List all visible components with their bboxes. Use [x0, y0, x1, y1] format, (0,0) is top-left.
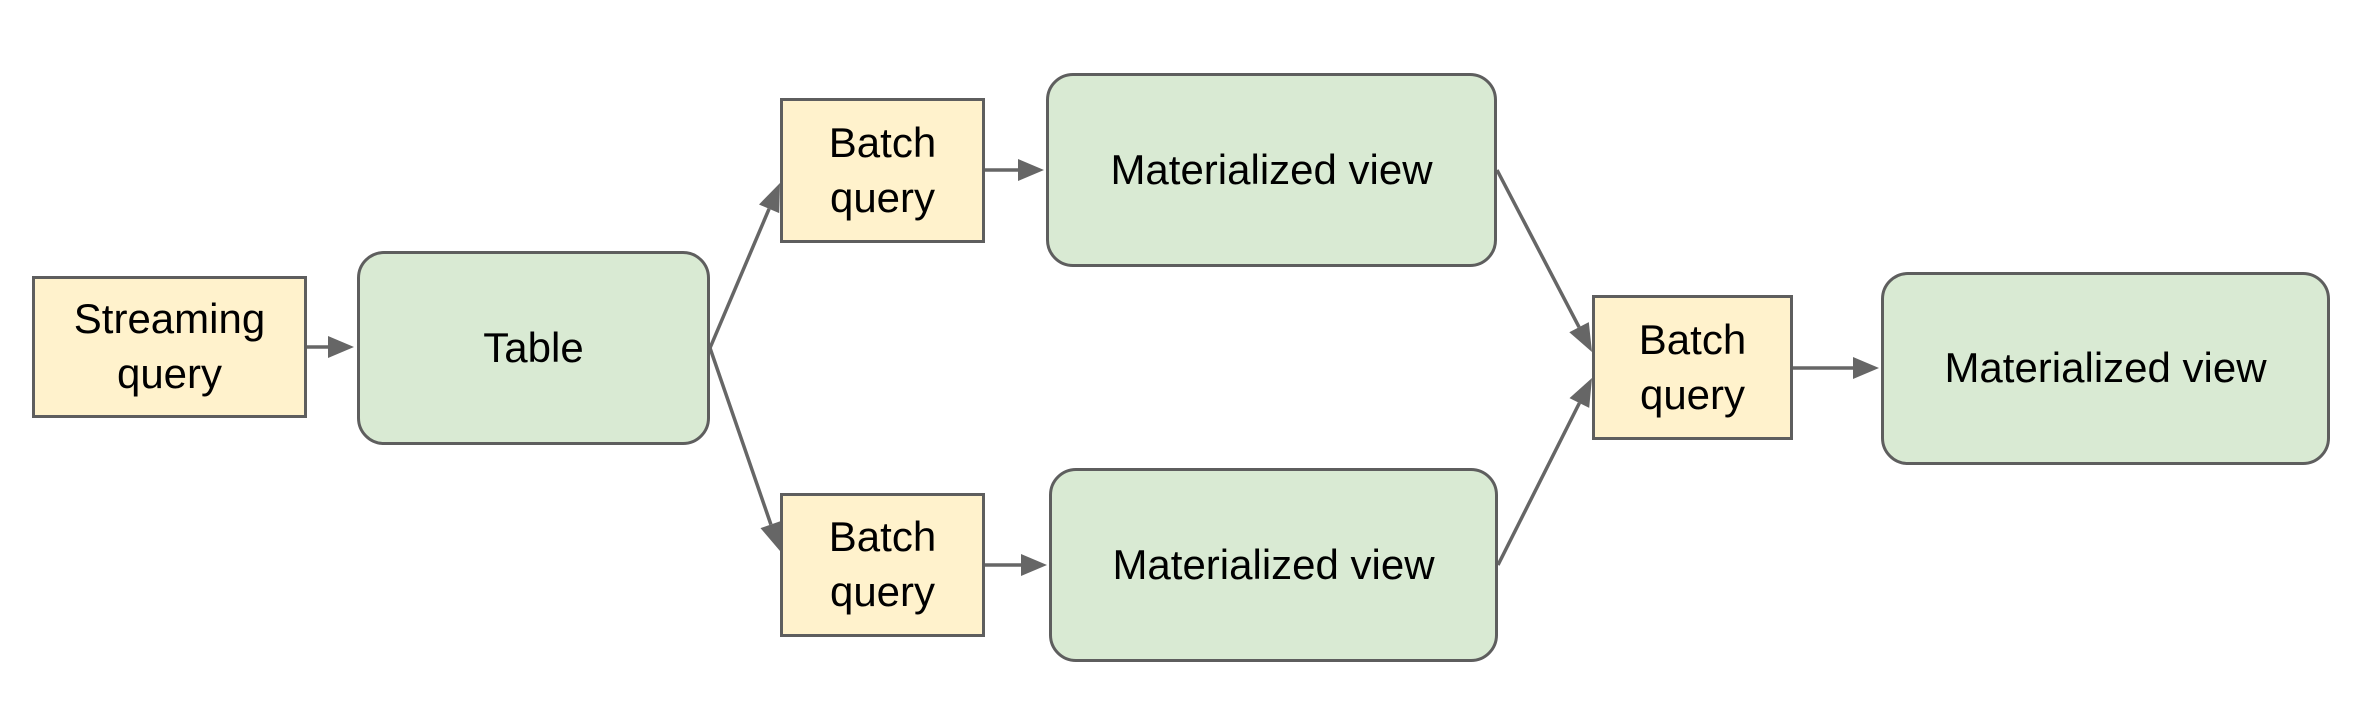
edge-batch-query-right-to-materialized-view-right [1793, 357, 1879, 379]
node-batch-query-right: Batch query [1592, 295, 1793, 440]
node-materialized-view-top: Materialized view [1046, 73, 1497, 267]
arrowhead-icon [328, 336, 354, 358]
edge-streaming-query-to-table [307, 336, 354, 358]
edge-batch-query-top-to-materialized-view-top [985, 159, 1044, 181]
node-label: Materialized view [1112, 540, 1435, 588]
node-label: Batch query [828, 513, 937, 615]
node-streaming-query: Streaming query [32, 276, 307, 418]
edge-materialized-view-bottom-to-batch-query-right [1496, 378, 1592, 566]
arrowhead-icon [1021, 554, 1047, 576]
edge-table-to-batch-query-top [708, 183, 780, 349]
edge-batch-query-bottom-to-materialized-view-bottom [985, 554, 1047, 576]
node-label: Materialized view [1944, 344, 2267, 392]
arrowhead-icon [759, 183, 780, 214]
node-label: Table [483, 323, 584, 371]
node-label: Streaming query [73, 295, 266, 397]
node-batch-query-top: Batch query [780, 98, 985, 243]
node-label: Batch query [828, 118, 937, 221]
arrowhead-icon [1569, 378, 1592, 408]
node-batch-query-bottom: Batch query [780, 493, 985, 637]
arrowhead-icon [1853, 357, 1879, 379]
arrowhead-icon [1018, 159, 1044, 181]
node-materialized-view-right: Materialized view [1881, 272, 2330, 465]
edge-table-to-batch-query-bottom [708, 347, 782, 551]
node-materialized-view-bottom: Materialized view [1049, 468, 1498, 662]
node-label: Materialized view [1110, 145, 1433, 193]
node-label: Batch query [1638, 315, 1747, 418]
edge-materialized-view-top-to-batch-query-right [1495, 169, 1592, 352]
arrowhead-icon [1569, 322, 1592, 352]
node-table: Table [357, 251, 710, 445]
arrowhead-icon [760, 520, 782, 551]
